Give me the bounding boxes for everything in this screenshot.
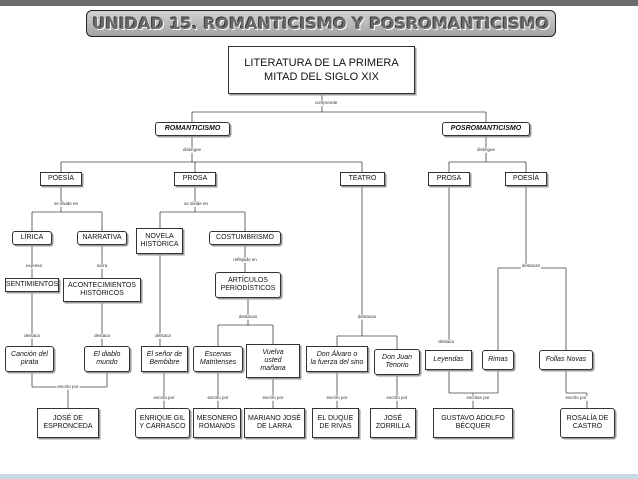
node-don-alvaro: Don Álvaro o la fuerza del sino: [306, 346, 368, 372]
node-zorrilla: JOSÉ ZORRILLA: [370, 408, 416, 438]
link-label-destaca-sentimientos: destaca: [23, 332, 41, 339]
link-label-destaca-prosa-pos: destaca: [437, 338, 455, 345]
top-accent-bar: [0, 0, 638, 6]
node-rosalia: ROSALÍA DE CASTRO: [560, 408, 615, 438]
node-espronceda: JOSÉ DE ESPRONCEDA: [37, 408, 99, 438]
node-novela-historica: NOVELA HISTÓRICA: [136, 228, 183, 254]
node-vuelva-manana: Vuelva usted mañana: [246, 344, 300, 378]
link-label-escrito-por-mesonero: escrito por: [206, 394, 230, 401]
node-duque-rivas: EL DUQUE DE RIVAS: [312, 408, 359, 438]
link-label-reflejado-en: reflejado en: [232, 256, 258, 263]
node-posromanticismo: POSROMANTICISMO: [442, 122, 530, 136]
link-label-narra: narra: [95, 262, 109, 269]
node-poesia-pos: POESÍA: [505, 172, 547, 186]
link-label-escrito-por-rosalia: escrito por: [564, 394, 588, 401]
node-costumbrismo: COSTUMBRISMO: [209, 231, 281, 245]
node-don-juan: Don Juan Tenorio: [374, 349, 420, 375]
page-title: UNIDAD 15. ROMANTICISMO Y POSROMANTICISM…: [86, 10, 556, 37]
link-label-comprende: comprende: [313, 99, 339, 106]
link-label-se-divide-en-prosa: se divide en: [182, 200, 210, 207]
link-label-distingue-rom: distingue: [181, 146, 203, 153]
node-leyendas: Leyendas: [425, 350, 472, 370]
link-label-expresa: expresa: [24, 262, 44, 269]
node-teatro: TEATRO: [340, 172, 385, 186]
node-follas-novas: Follas Novas: [539, 350, 593, 370]
node-acontecimientos: ACONTECIMIENTOS HISTÓRICOS: [63, 278, 141, 302]
node-narrativa: NARRATIVA: [77, 231, 127, 245]
node-diablo-mundo: El diablo mundo: [84, 346, 130, 372]
node-gil-carrasco: ENRIQUE GIL Y CARRASCO: [135, 408, 190, 438]
node-poesia-rom: POESÍA: [40, 172, 82, 186]
link-label-escrita-por-gil: escrita por: [152, 394, 176, 401]
node-prosa-rom: PROSA: [174, 172, 216, 186]
node-sentimientos: SENTIMIENTOS: [5, 278, 59, 292]
node-prosa-pos: PROSA: [428, 172, 470, 186]
link-label-destaca-novela: destaca: [154, 332, 172, 339]
link-label-escrito-por-espronceda: escrito por: [56, 383, 80, 390]
node-mesonero: MESONERO ROMANOS: [193, 408, 241, 438]
node-senor-bembibre: El señor de Bembibre: [141, 346, 188, 372]
link-label-destacan-articulos: destacan: [237, 313, 259, 320]
link-label-destaca-acontecimientos: destaca: [93, 332, 111, 339]
node-lirica: LÍRICA: [12, 231, 52, 245]
link-label-destacan-teatro: destacan: [356, 313, 378, 320]
node-becquer: GUSTAVO ADOLFO BÉCQUER: [433, 408, 513, 438]
node-rimas: Rimas: [482, 350, 514, 370]
link-label-escrito-por-zorrilla: escrito por: [385, 394, 409, 401]
link-label-se-divide-en-poesia: se divide en: [52, 200, 80, 207]
link-label-destacan-poesia-pos: destacan: [520, 262, 542, 269]
node-larra: MARIANO JOSÉ DE LARRA: [244, 408, 305, 438]
node-root: LITERATURA DE LA PRIMERA MITAD DEL SIGLO…: [228, 46, 415, 94]
node-cancion-pirata: Canción del pirata: [5, 346, 54, 372]
node-romanticismo: ROMANTICISMO: [155, 122, 230, 136]
link-label-escrito-por-rivas: escrito por: [325, 394, 349, 401]
link-label-escrito-por-larra: escrito por: [261, 394, 285, 401]
link-label-distingue-pos: distingue: [475, 146, 497, 153]
bottom-accent-bar: [0, 474, 638, 479]
node-escenas-matritenses: Escenas Matritenses: [193, 346, 243, 372]
link-label-escritas-por-becquer: escritas por: [465, 394, 491, 401]
node-articulos: ARTÍCULOS PERIODÍSTICOS: [215, 272, 281, 298]
